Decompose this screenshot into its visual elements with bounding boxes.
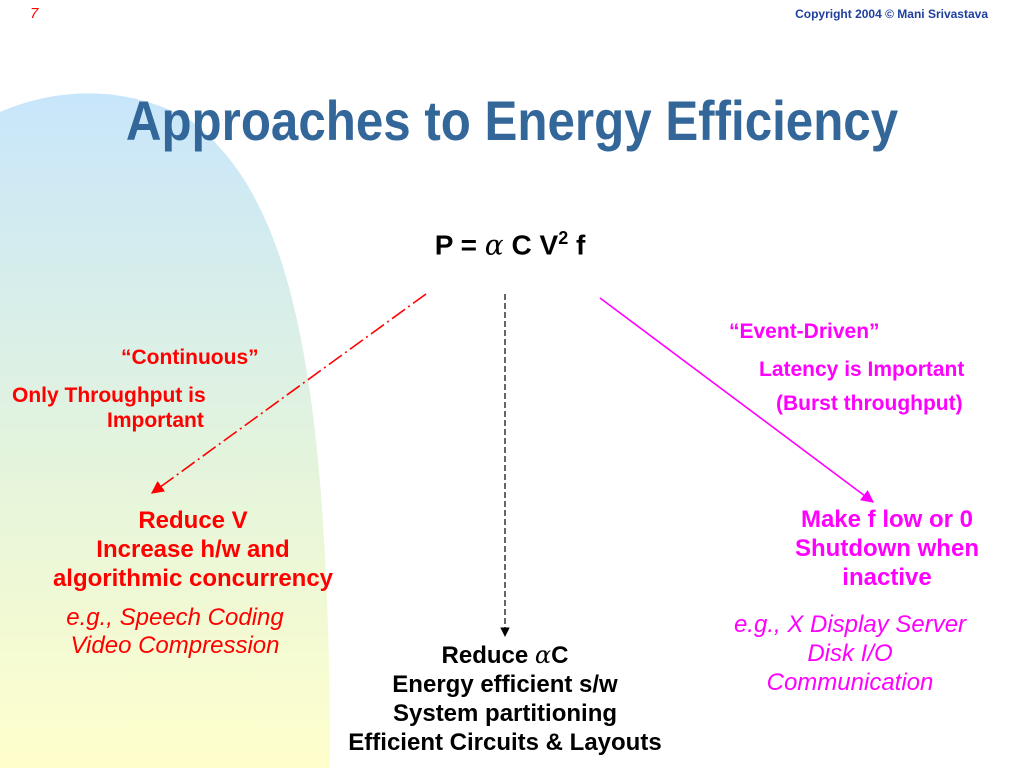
left-strategy-line: algorithmic concurrency (52, 565, 334, 592)
center-strategy-line: Energy efficient s/w (392, 671, 618, 698)
formula-v: V (539, 229, 559, 261)
left-note-line2: Important (107, 409, 204, 432)
center-strategy: Reduce αC Energy efficient s/w System pa… (300, 641, 710, 757)
center-strategy-line: System partitioning (392, 700, 618, 727)
formula-c: C (511, 229, 532, 261)
right-branch-arrow (599, 297, 875, 503)
right-examples: e.g., X Display Server Disk I/O Communic… (700, 610, 1000, 697)
right-strategy-line: inactive (842, 564, 932, 591)
center-reduce-line: Reduce αC (300, 641, 710, 670)
right-example-line: Communication (766, 669, 934, 696)
left-examples: e.g., Speech Coding Video Compression (0, 604, 350, 660)
left-strategy-line: Reduce V (138, 507, 248, 534)
right-note-line2: (Burst throughput) (776, 392, 963, 415)
power-formula: P = α C V2 f (360, 228, 660, 261)
left-example-line: Video Compression (70, 632, 280, 659)
formula-alpha: α (484, 228, 504, 262)
background-gradient-shape (0, 93, 330, 768)
copyright-notice: Copyright 2004 © Mani Srivastava (795, 7, 988, 21)
center-reduce-alpha: α (534, 641, 552, 669)
right-strategy-line: Make f low or 0 (800, 506, 974, 533)
slide-title: Approaches to Energy Efficiency (125, 89, 899, 152)
page-number: 7 (30, 5, 39, 22)
left-note-line1: Only Throughput is (12, 384, 206, 407)
formula-exponent: 2 (558, 228, 569, 248)
right-example-line: e.g., X Display Server (733, 611, 967, 638)
left-strategy-line: Increase h/w and (96, 536, 290, 563)
left-mode-label: “Continuous” (121, 346, 259, 369)
right-strategy: Make f low or 0 Shutdown when inactive (754, 505, 1020, 592)
formula-f: f (575, 229, 586, 261)
formula-lhs: P = (434, 229, 477, 261)
right-note-line1: Latency is Important (759, 358, 965, 381)
left-strategy: Reduce V Increase h/w and algorithmic co… (0, 506, 386, 593)
center-strategy-line: Efficient Circuits & Layouts (348, 729, 662, 756)
left-example-line: e.g., Speech Coding (66, 604, 284, 631)
right-strategy-line: Shutdown when (795, 535, 979, 562)
right-example-line: Disk I/O (807, 640, 893, 667)
left-branch-arrow (150, 293, 427, 494)
center-reduce-prefix: Reduce (441, 642, 529, 669)
right-mode-label: “Event-Driven” (729, 320, 880, 343)
center-reduce-suffix: C (551, 642, 569, 669)
